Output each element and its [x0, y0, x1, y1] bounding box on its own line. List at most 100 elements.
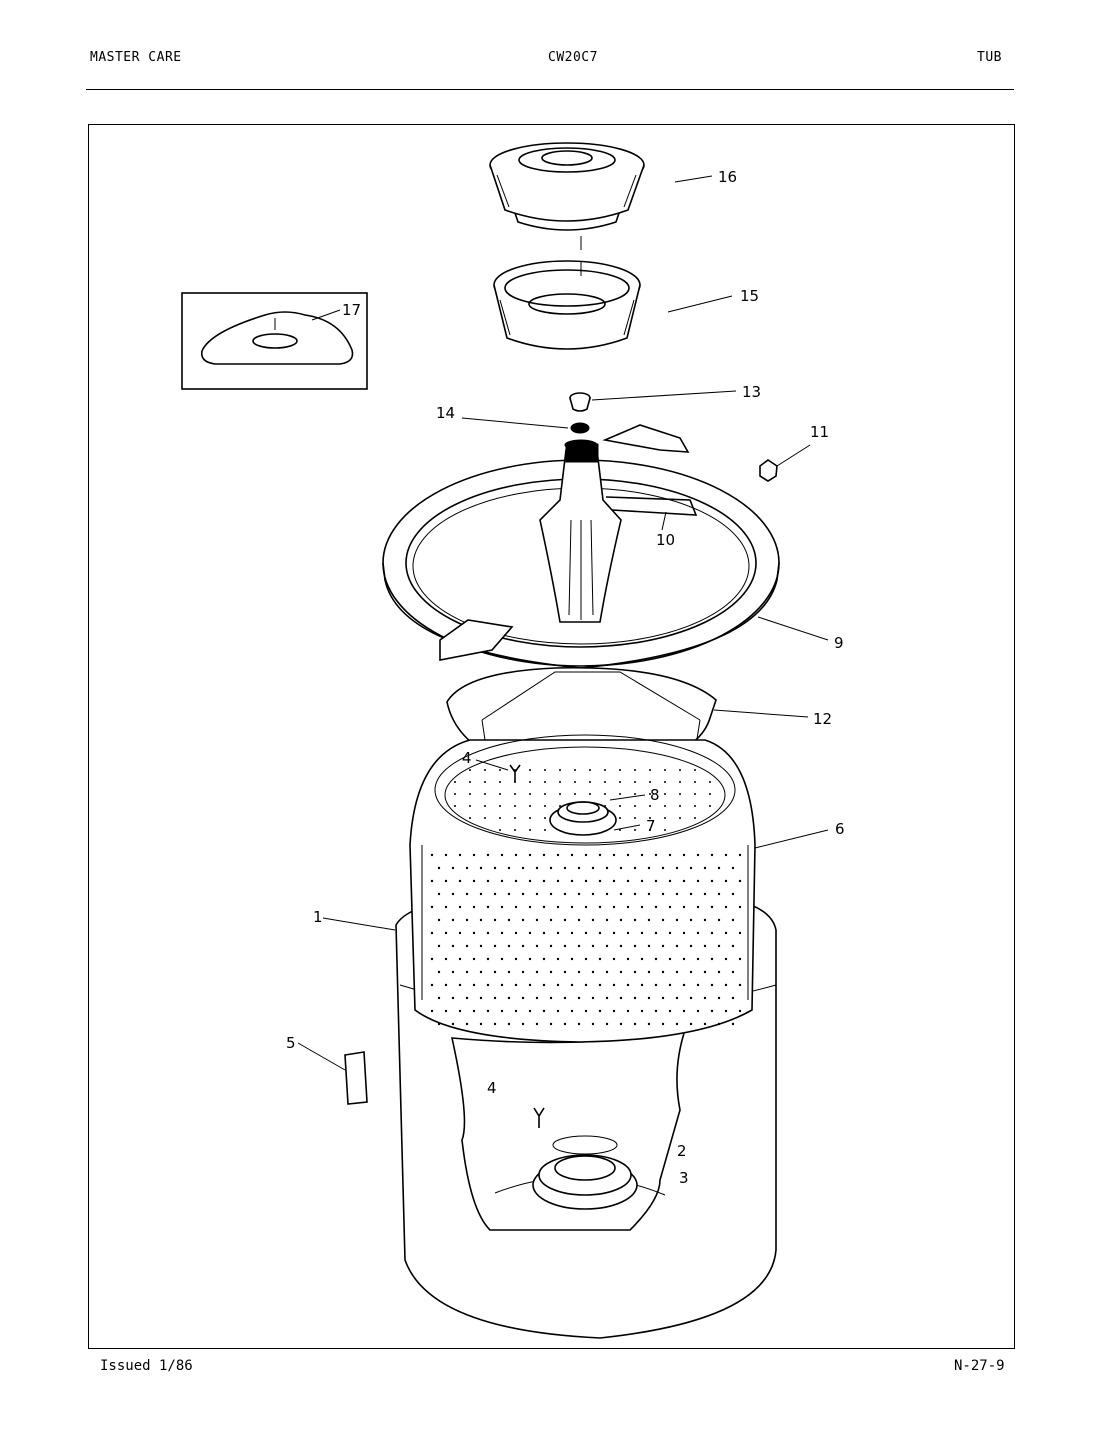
perforation-dot: [472, 983, 476, 987]
perforation-dot: [703, 892, 707, 896]
perforation-dot: [542, 931, 546, 935]
perforation-dot: [634, 793, 636, 795]
perforation-dot: [465, 1022, 469, 1026]
perforation-dot: [528, 957, 532, 961]
perforation-dot: [633, 918, 637, 922]
perforation-dot: [574, 769, 576, 771]
perforation-dot: [654, 879, 658, 883]
perforation-dot: [668, 853, 672, 857]
perforation-dot: [486, 931, 490, 935]
perforation-dot: [514, 829, 516, 831]
perforation-dot: [668, 1009, 672, 1013]
perforation-dot: [577, 996, 581, 1000]
perforation-dot: [430, 957, 434, 961]
perforation-dot: [499, 769, 501, 771]
perforation-dot: [437, 892, 441, 896]
perforation-dot: [710, 957, 714, 961]
perforation-dot: [717, 892, 721, 896]
perforation-dot: [649, 769, 651, 771]
perforation-dot: [612, 957, 616, 961]
perforation-dot: [514, 1009, 518, 1013]
perforation-dot: [682, 905, 686, 909]
perforation-dot: [689, 866, 693, 870]
perforation-dot: [717, 944, 721, 948]
perforation-dot: [484, 781, 486, 783]
perforation-dot: [521, 944, 525, 948]
perforation-dot: [640, 905, 644, 909]
perforation-dot: [668, 931, 672, 935]
perforation-dot: [465, 892, 469, 896]
perforation-dot: [529, 805, 531, 807]
perforation-dot: [570, 1009, 574, 1013]
perforation-dot: [696, 879, 700, 883]
perforation-dot: [521, 970, 525, 974]
perforation-dot: [604, 781, 606, 783]
perforation-dot: [696, 931, 700, 935]
perforation-dot: [717, 996, 721, 1000]
perforation-dot: [535, 1022, 539, 1026]
perforation-dot: [577, 1022, 581, 1026]
part-13-cap-nut: [569, 392, 591, 412]
perforation-dot: [556, 983, 560, 987]
perforation-dot: [493, 892, 497, 896]
perforation-dot: [675, 866, 679, 870]
perforation-dot: [679, 769, 681, 771]
perforation-dot: [619, 996, 623, 1000]
perforation-dot: [469, 769, 471, 771]
perforation-dot: [454, 781, 456, 783]
perforation-dot: [574, 781, 576, 783]
perforation-dot: [577, 918, 581, 922]
perforation-dot: [668, 905, 672, 909]
perforation-dot: [479, 866, 483, 870]
perforation-dot: [499, 805, 501, 807]
perforation-dot: [458, 931, 462, 935]
perforation-dot: [493, 866, 497, 870]
perforation-dot: [634, 781, 636, 783]
perforation-dot: [679, 781, 681, 783]
perforation-dot: [591, 1022, 595, 1026]
perforation-dot: [559, 769, 561, 771]
perforation-dot: [640, 983, 644, 987]
perforation-dot: [598, 1009, 602, 1013]
perforation-dot: [619, 769, 621, 771]
perforation-dot: [454, 793, 456, 795]
perforation-dot: [679, 805, 681, 807]
perforation-dot: [500, 957, 504, 961]
perforation-dot: [521, 1022, 525, 1026]
perforation-dot: [679, 793, 681, 795]
footer-issued-date: Issued 1/86: [100, 1358, 193, 1374]
perforation-dot: [647, 996, 651, 1000]
callout-16: 16: [718, 168, 737, 186]
perforation-dot: [584, 879, 588, 883]
perforation-dot: [444, 957, 448, 961]
perforation-dot: [619, 1022, 623, 1026]
perforation-dot: [500, 905, 504, 909]
perforation-dot: [626, 1009, 630, 1013]
perforation-dot: [664, 793, 666, 795]
perforation-dot: [647, 892, 651, 896]
perforation-dot: [682, 853, 686, 857]
perforation-dot: [626, 983, 630, 987]
part-4-clip-upper: [509, 764, 521, 782]
perforation-dot: [710, 905, 714, 909]
perforation-dot: [514, 853, 518, 857]
perforation-dot: [598, 931, 602, 935]
perforation-dot: [640, 931, 644, 935]
perforation-dot: [738, 957, 742, 961]
part-14-washer: [570, 422, 590, 434]
perforation-dot: [430, 853, 434, 857]
perforation-dot: [731, 866, 735, 870]
perforation-dot: [598, 905, 602, 909]
perforation-dot: [604, 769, 606, 771]
perforation-dot: [661, 918, 665, 922]
perforation-dot: [661, 1022, 665, 1026]
perforation-dot: [479, 892, 483, 896]
perforation-dot: [619, 970, 623, 974]
perforation-dot: [514, 957, 518, 961]
perforation-dot: [570, 957, 574, 961]
perforation-dot: [626, 879, 630, 883]
perforation-dot: [649, 829, 651, 831]
perforation-dot: [544, 781, 546, 783]
perforation-dot: [612, 853, 616, 857]
